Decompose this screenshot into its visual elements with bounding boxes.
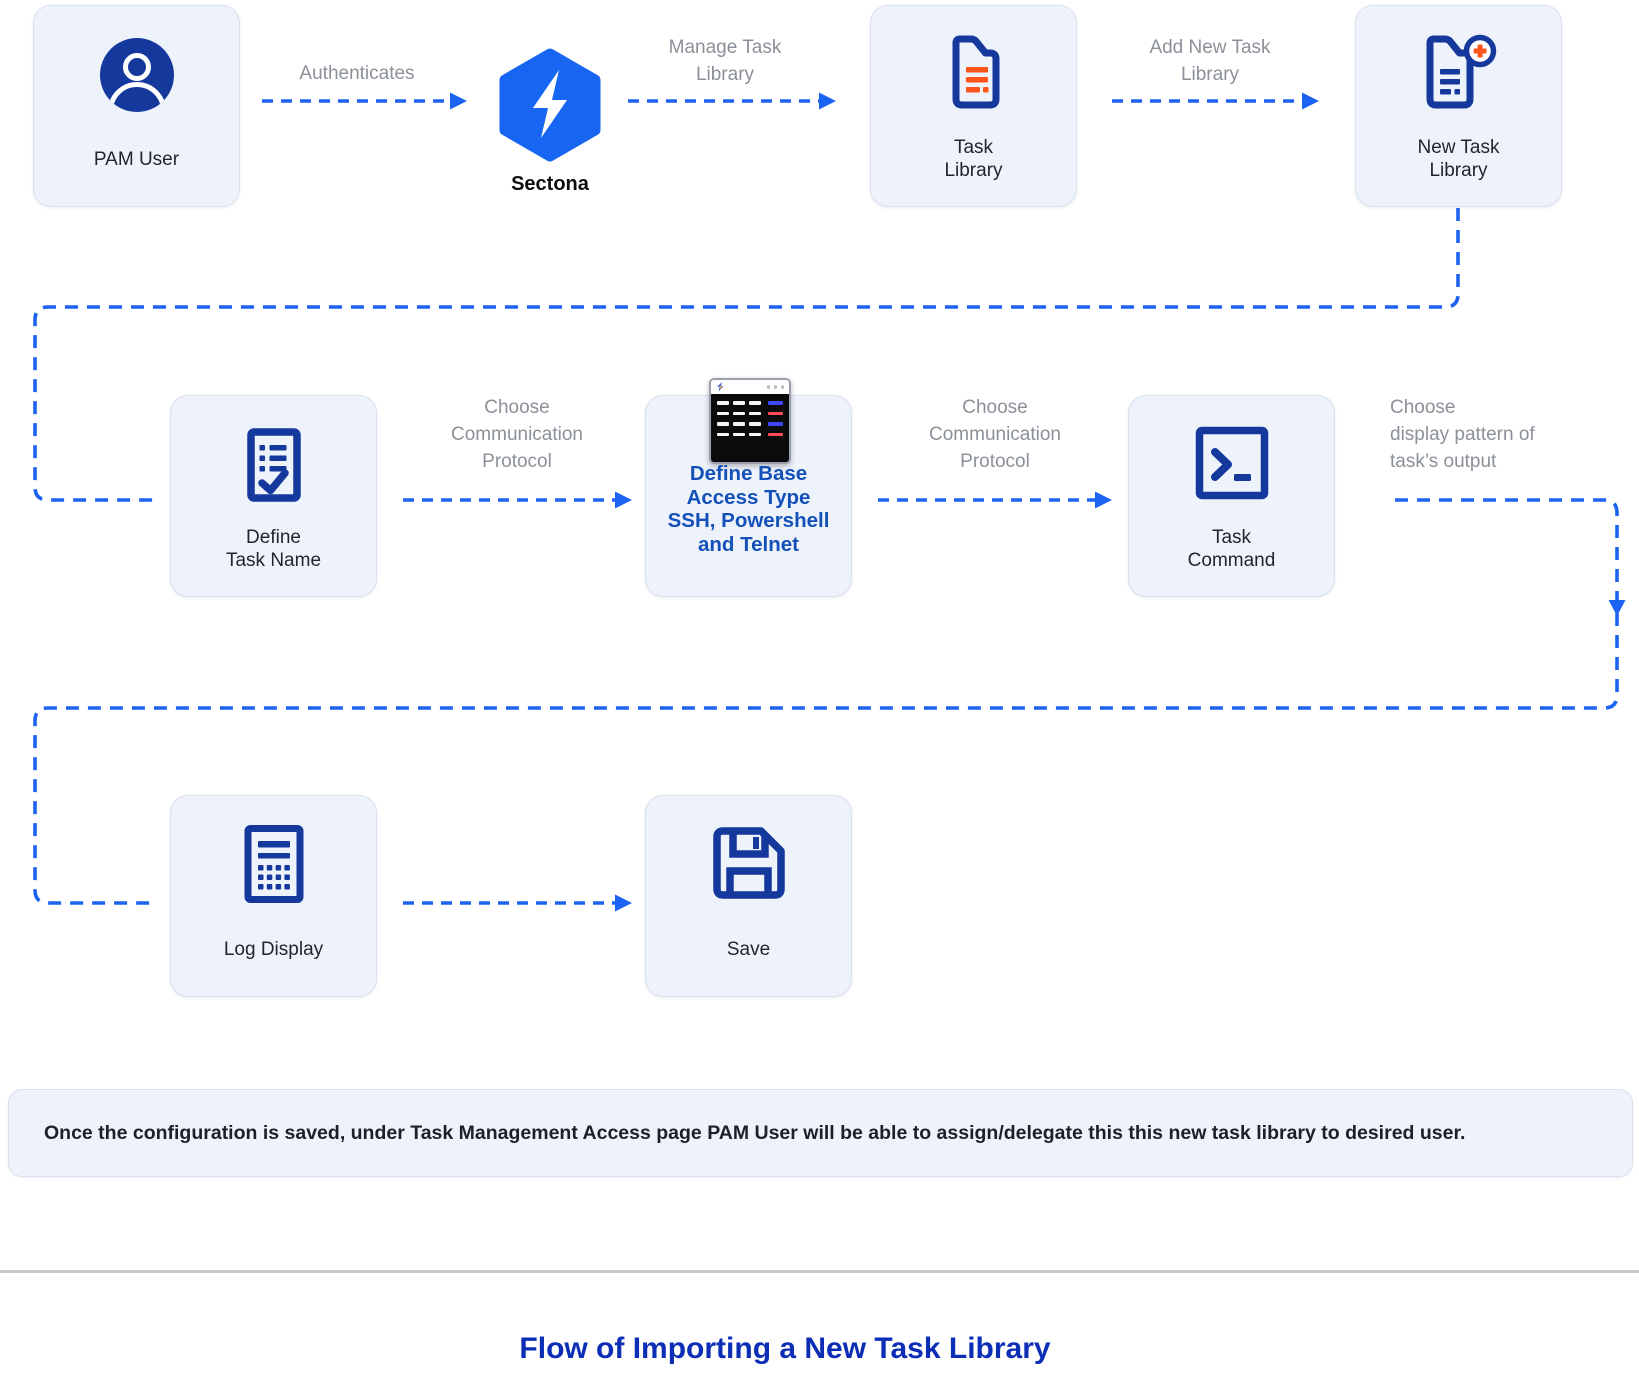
page-title: Flow of Importing a New Task Library [519, 1332, 1051, 1365]
edge-authenticates-arrow [262, 92, 467, 110]
edge-label-choose-display-pattern: Choose display pattern of task’s output [1390, 397, 1535, 472]
edge-choose-protocol-2-arrow [878, 491, 1112, 509]
edge-choose-protocol-1-arrow [403, 491, 632, 509]
edge-label-choose-protocol-1: Choose Communication Protocol [451, 397, 583, 472]
document-add-icon [1356, 32, 1561, 112]
user-avatar-icon [34, 38, 239, 112]
node-sectona: Sectona [495, 48, 605, 196]
edge-add-new-task-library-arrow [1112, 92, 1319, 110]
divider-line [0, 1270, 1639, 1273]
edge-label-manage-task-library: Manage Task Library [668, 37, 782, 85]
node-define-base-access: Define Base Access Type SSH, Powershell … [645, 378, 852, 597]
node-task-library: Task Library [870, 5, 1077, 207]
log-grid-icon [171, 824, 376, 904]
terminal-titlebar [711, 380, 789, 394]
document-lines-icon [871, 32, 1076, 112]
terminal-logo-glyph [717, 382, 724, 392]
sectona-label: Sectona [511, 173, 589, 195]
note-banner: Once the configuration is saved, under T… [8, 1089, 1633, 1177]
floppy-disk-icon [646, 824, 851, 902]
edge-label-add-new-task-library: Add New Task Library [1149, 37, 1271, 85]
node-label: Save [726, 938, 771, 960]
node-label: PAM User [93, 148, 180, 170]
edge-label-authenticates: Authenticates [299, 63, 415, 84]
node-label: New Task Library [1417, 137, 1500, 181]
terminal-prompt-icon [1129, 424, 1334, 502]
checklist-icon [171, 426, 376, 504]
connector-down-arrowhead [1608, 600, 1626, 616]
edge-manage-task-library-arrow [628, 92, 836, 110]
node-label: Define Task Name [225, 527, 322, 571]
edge-log-to-save-arrow [403, 894, 632, 912]
terminal-window-dots [766, 385, 784, 389]
node-label: Define Base Access Type SSH, Powershell … [667, 462, 830, 556]
node-label: Task Command [1187, 527, 1276, 571]
node-pam-user: PAM User [33, 5, 240, 207]
node-log-display: Log Display [170, 795, 377, 997]
terminal-body [711, 394, 789, 462]
node-label: Task Library [944, 137, 1003, 181]
node-save: Save [645, 795, 852, 997]
sectona-hexagon-bolt-logo [497, 48, 603, 166]
node-define-task-name: Define Task Name [170, 395, 377, 597]
terminal-window-image [709, 378, 791, 464]
note-text: Once the configuration is saved, under T… [44, 1121, 1466, 1144]
node-task-command: Task Command [1128, 395, 1335, 597]
node-label: Log Display [223, 938, 324, 960]
edge-label-choose-protocol-2: Choose Communication Protocol [929, 397, 1061, 472]
node-new-task-library: New Task Library [1355, 5, 1562, 207]
